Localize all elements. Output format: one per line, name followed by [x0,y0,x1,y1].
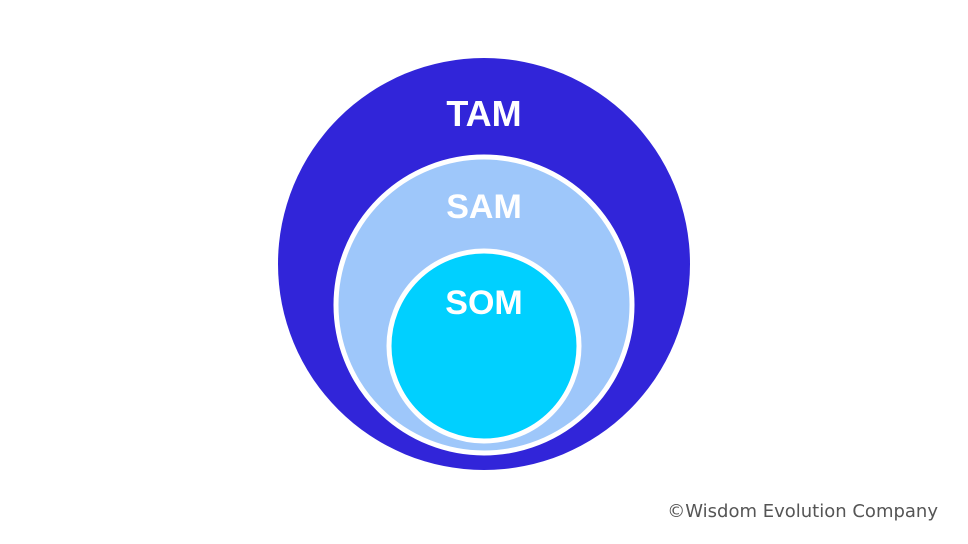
tam-label: TAM [446,93,521,134]
som-circle [386,248,582,444]
sam-label: SAM [446,188,522,226]
copyright-text: ©Wisdom Evolution Company [667,501,938,522]
som-label: SOM [445,284,522,322]
